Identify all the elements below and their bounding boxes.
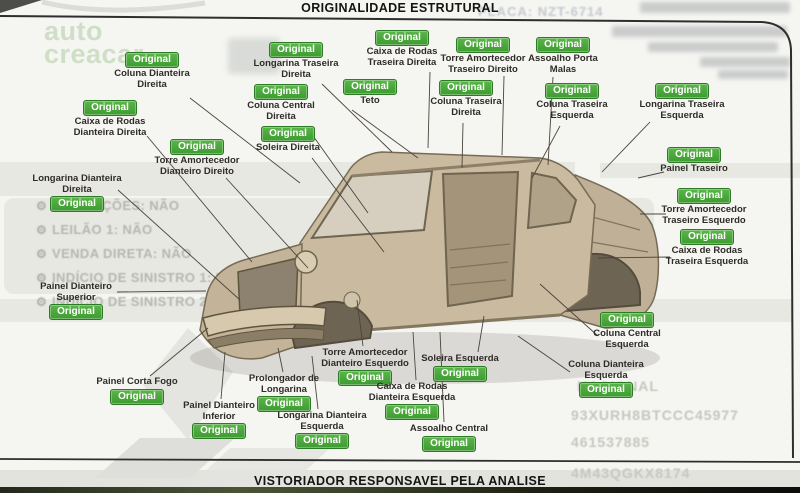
part-name: Soleira Esquerda <box>421 353 499 364</box>
original-status-badge: Original <box>49 304 103 321</box>
part-name: Coluna Dianteira Direita <box>114 68 190 90</box>
part-name: Coluna Central Esquerda <box>593 328 661 350</box>
original-status-badge: Original <box>439 80 493 96</box>
part-name: Torre Amortecedor Dianteiro Esquerdo <box>321 347 409 369</box>
footer-bar <box>0 487 800 493</box>
original-status-badge: Original <box>536 37 590 53</box>
footer-title: VISTORIADOR RESPONSAVEL PELA ANALISE <box>254 474 546 488</box>
original-status-badge: Original <box>192 423 246 440</box>
original-status-badge: Original <box>269 42 323 58</box>
part-name: Soleira Direita <box>256 142 320 153</box>
part-name: Coluna Traseira Direita <box>430 96 502 118</box>
part-name: Longarina Traseira Esquerda <box>639 99 725 121</box>
original-status-badge: Original <box>385 404 439 421</box>
part-name: Longarina Dianteira Esquerda <box>277 410 367 432</box>
part-name: Torre Amortecedor Dianteiro Direito <box>154 155 240 177</box>
blurred-text-block <box>640 2 790 13</box>
original-status-badge: Original <box>579 382 633 399</box>
original-status-badge: Original <box>677 188 731 204</box>
original-status-badge: Original <box>170 139 224 155</box>
part-name: Painel Corta Fogo <box>96 376 178 387</box>
original-status-badge: Original <box>295 433 349 450</box>
part-name: Teto <box>360 95 380 106</box>
part-name: Painel Traseiro <box>660 163 728 174</box>
original-status-badge: Original <box>422 435 476 452</box>
original-status-badge: Original <box>50 196 104 213</box>
original-status-badge: Original <box>125 52 179 68</box>
original-status-badge: Original <box>680 229 734 245</box>
part-name: Painel Dianteiro Superior <box>40 281 112 303</box>
original-status-badge: Original <box>343 79 397 95</box>
original-status-badge: Original <box>110 388 164 405</box>
part-name: Longarina Traseira Direita <box>253 58 339 80</box>
part-name: Caixa de Rodas Dianteira Esquerda <box>368 381 456 403</box>
original-status-badge: Original <box>600 312 654 328</box>
original-status-badge: Original <box>655 83 709 99</box>
original-status-badge: Original <box>83 100 137 116</box>
part-name: Caixa de Rodas Traseira Esquerda <box>665 245 749 267</box>
part-name: Coluna Central Direita <box>247 100 315 122</box>
original-status-badge: Original <box>667 147 721 163</box>
bleed-value: 4M43QGKX8174 <box>571 465 691 481</box>
original-status-badge: Original <box>254 84 308 100</box>
original-status-badge: Original <box>261 126 315 142</box>
original-status-badge: Original <box>456 37 510 53</box>
part-name: Torre Amortecedor Traseiro Esquerdo <box>661 204 747 226</box>
part-name: Assoalho Porta Malas <box>528 53 598 75</box>
part-name: Assoalho Central <box>409 423 489 434</box>
original-status-badge: Original <box>545 83 599 99</box>
part-name: Coluna Dianteira Esquerda <box>568 359 644 381</box>
part-name: Prolongador de Longarina <box>248 373 320 395</box>
page-title: ORIGINALIDADE ESTRUTURAL <box>301 1 499 15</box>
part-name: Caixa de Rodas Dianteira Direita <box>73 116 147 138</box>
part-name: Longarina Dianteira Direita <box>32 173 122 195</box>
original-status-badge: Original <box>433 365 487 382</box>
part-name: Coluna Traseira Esquerda <box>536 99 608 121</box>
original-status-badge: Original <box>375 30 429 46</box>
